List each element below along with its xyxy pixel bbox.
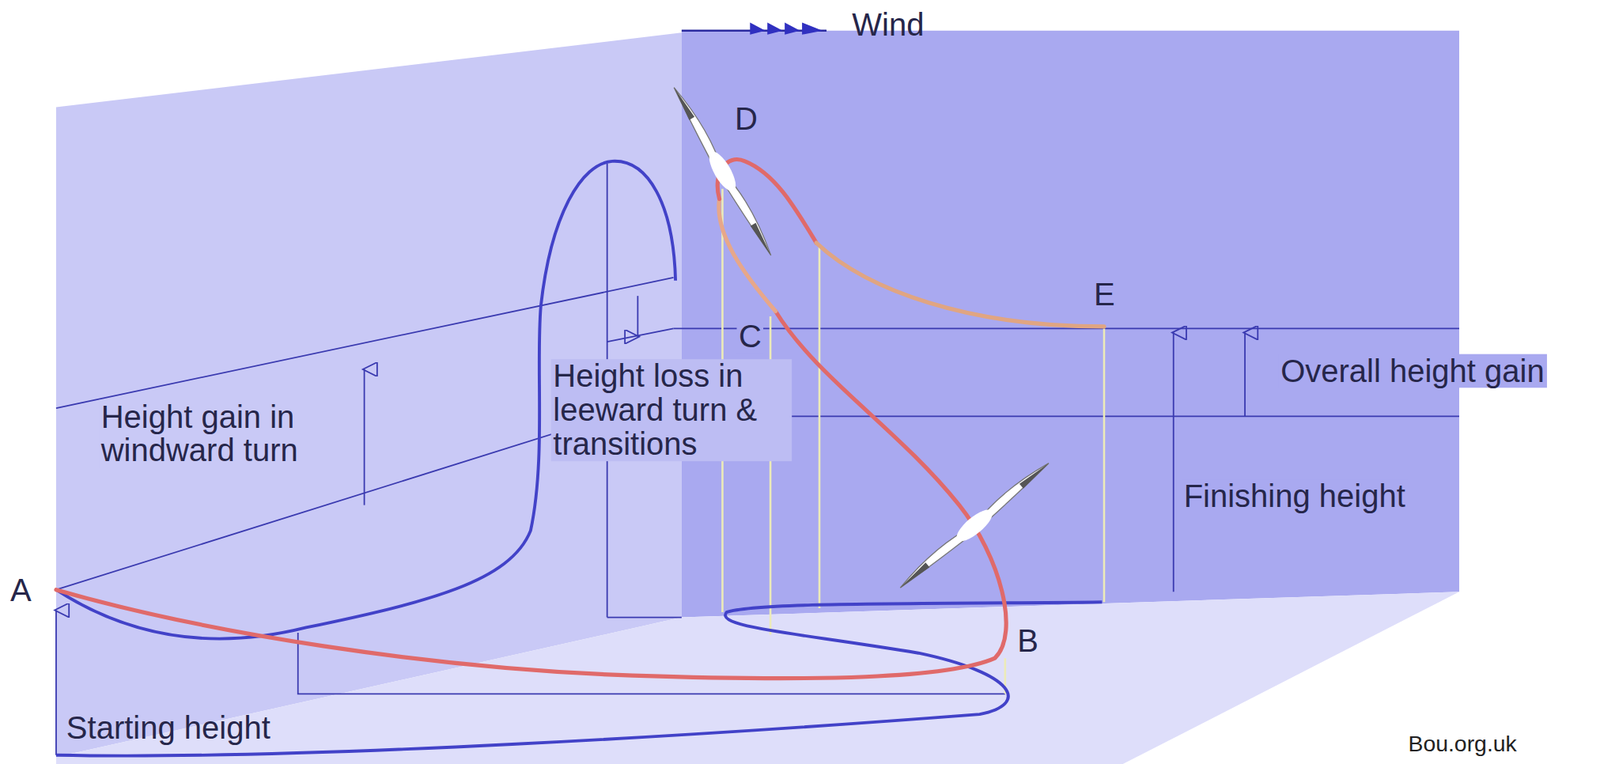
point-label: E xyxy=(1093,277,1116,312)
point-label: B xyxy=(1017,624,1039,659)
flight-path xyxy=(56,159,1105,679)
wind-arrow xyxy=(681,22,827,35)
albatross-b xyxy=(895,457,1055,594)
guide-lines xyxy=(56,162,1460,755)
albatross-d xyxy=(666,83,778,260)
projections xyxy=(56,161,1102,757)
point-label: A xyxy=(10,573,32,608)
starting-height-label: Starting height xyxy=(66,711,271,746)
back-wall xyxy=(681,30,1460,618)
wind-label: Wind xyxy=(851,7,924,42)
height-gain-label: Height gain in windward turn xyxy=(98,400,348,469)
watermark: Bou.org.uk xyxy=(1407,731,1517,757)
overall-gain-label: Overall height gain xyxy=(1278,354,1548,389)
height-loss-label: Height loss in leeward turn & transition… xyxy=(551,359,792,462)
finishing-height-label: Finishing height xyxy=(1181,479,1408,514)
point-label: C xyxy=(737,319,765,354)
point-label: D xyxy=(734,102,758,137)
